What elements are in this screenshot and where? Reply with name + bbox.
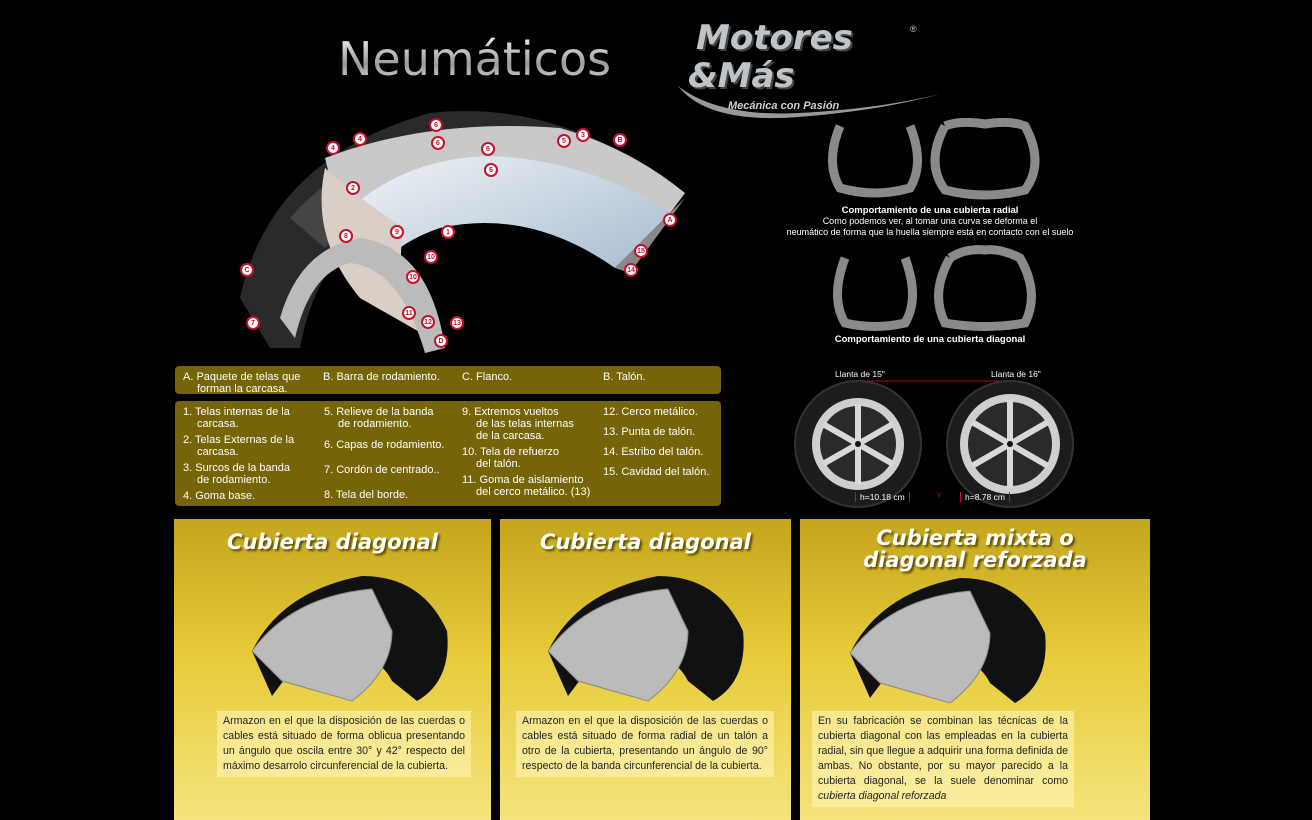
legend-column-2: 5. Relieve de la banda de rodamiento. 6.…: [324, 406, 460, 505]
diagram-marker: 4: [353, 132, 367, 146]
diagram-marker: C: [240, 263, 254, 277]
logo-tagline: Mecánica con Pasión: [728, 100, 840, 112]
panel-title: Cubierta diagonal: [540, 530, 751, 554]
diagram-marker: 1: [441, 225, 455, 239]
tire-section-illustration: [849, 578, 1046, 704]
diagram-marker: 6: [431, 136, 445, 150]
legend-item: 3. Surcos de la banda de rodamiento.: [183, 462, 291, 486]
panel-description-italic: cubierta diagonal reforzada: [818, 790, 947, 802]
legend-item: 12. Cerco metálico.: [603, 406, 698, 418]
radial-title: Comportamiento de una cubierta radial: [841, 205, 1019, 216]
legend-item: 14. Estribo del talón.: [603, 446, 704, 458]
diagram-marker: 10: [406, 270, 420, 284]
radial-line1: Como podemos ver, al tomar una curva se …: [822, 216, 1038, 226]
diagram-marker: 6: [484, 163, 498, 177]
legend-item: 1. Telas internas de la carcasa.: [183, 406, 290, 430]
wheel-16: [946, 380, 1074, 508]
legend-column-1: 1. Telas internas de la carcasa. 2. Tela…: [183, 406, 319, 506]
logo-line2: &Más: [688, 56, 795, 96]
diagram-marker: D: [434, 334, 448, 348]
wheel-15: [794, 380, 922, 508]
diagram-marker: 6: [429, 118, 443, 132]
legend-item: 13. Punta de talón.: [603, 426, 696, 438]
panel-description: Armazon en el que la disposición de las …: [217, 711, 471, 777]
panel-radial: Cubierta diagonal Armazon en el que la d…: [500, 519, 791, 820]
legend-column-3: 9. Extremos vueltos de las telas interna…: [462, 406, 598, 502]
height-comparison-marker: v: [937, 489, 942, 499]
diagram-marker: 4: [326, 141, 340, 155]
diagonal-title: Comportamiento de una cubierta diagonal: [834, 334, 1026, 345]
legend-item: 5. Relieve de la banda de rodamiento.: [324, 406, 434, 430]
radial-line2: neumático de forma que la huella siempre…: [786, 227, 1074, 237]
diagram-marker: 14: [624, 263, 638, 277]
wheel-15-label: Llanta de 15": [835, 369, 885, 379]
diagonal-caption: Comportamiento de una cubierta diagonal: [770, 334, 1090, 345]
tire-section-illustration: [547, 576, 744, 702]
panel-title: Cubierta diagonal: [227, 530, 438, 554]
legend-item: 2. Telas Externas de la carcasa.: [183, 434, 295, 458]
wheel-16-height: h=8.78 cm: [960, 492, 1010, 502]
diagram-marker: B: [613, 133, 627, 147]
radial-caption: Comportamiento de una cubierta radial Co…: [750, 205, 1110, 238]
diagram-marker: 3: [576, 128, 590, 142]
legend-numbers-box: 1. Telas internas de la carcasa. 2. Tela…: [175, 401, 721, 506]
diagram-marker: 2: [346, 181, 360, 195]
tire-illustration: [240, 110, 685, 353]
logo-registered: ®: [910, 24, 917, 34]
tire-profile-illustrations: [828, 118, 1040, 331]
diagram-marker: 9: [390, 225, 404, 239]
tire-section-illustration: [251, 576, 448, 702]
legend-item: 9. Extremos vueltos de las telas interna…: [462, 406, 574, 442]
panel-title: Cubierta mixta o diagonal reforzada: [863, 526, 1087, 572]
legend-item: B. Barra de rodamiento.: [323, 371, 440, 383]
tire-cutaway-diagram: 6 6 6 6 4 4 5 3 B 2 8 9 1 10 10 C 7 11 1…: [230, 98, 700, 360]
legend-item: C. Flanco.: [462, 371, 513, 383]
diagram-marker: 13: [450, 316, 464, 330]
diagram-marker: 5: [557, 134, 571, 148]
legend-item: 11. Goma de aislamiento del cerco metáli…: [462, 474, 591, 498]
logo: Motores ® &Más Mecánica con Pasión: [678, 20, 948, 120]
diagram-marker: 11: [402, 306, 416, 320]
logo-line1: Motores: [696, 18, 853, 58]
wheel-15-height: h=10.18 cm: [855, 492, 910, 502]
diagram-marker: 12: [421, 315, 435, 329]
diagram-marker: A: [663, 213, 677, 227]
legend-item: 6. Capas de rodamiento.: [324, 439, 445, 451]
diagram-marker: 10: [424, 250, 438, 264]
legend-item: B. Talón.: [603, 371, 646, 383]
panel-description-text: En su fabricación se combinan las técnic…: [818, 715, 1068, 787]
legend-item: 4. Goma base.: [183, 490, 256, 502]
legend-item: 10. Tela de refuerzo del talón.: [462, 446, 560, 470]
legend-column-4: 12. Cerco metálico. 13. Punta de talón. …: [603, 406, 719, 482]
legend-item: 7. Cordón de centrado..: [324, 464, 440, 476]
legend-item: 15. Cavidad del talón.: [603, 466, 710, 478]
legend-item: 8. Tela del borde.: [324, 489, 409, 501]
legend-letters-box: A. Paquete de telas que forman la carcas…: [175, 366, 721, 395]
panel-description: En su fabricación se combinan las técnic…: [812, 711, 1074, 807]
legend-item: A. Paquete de telas que forman la carcas…: [183, 371, 301, 395]
panel-diagonal: Cubierta diagonal Armazon en el que la d…: [174, 519, 491, 820]
wheels-illustration: [794, 380, 1074, 508]
panel-mixta: Cubierta mixta o diagonal reforzada En s…: [800, 519, 1150, 820]
panel-description: Armazon en el que la disposición de las …: [516, 711, 774, 777]
diagram-marker: 15: [634, 244, 648, 258]
page-title: Neumáticos: [338, 32, 612, 86]
diagram-marker: 8: [339, 229, 353, 243]
diagram-marker: 7: [246, 316, 260, 330]
diagram-marker: 6: [481, 142, 495, 156]
wheel-16-label: Llanta de 16": [991, 369, 1041, 379]
